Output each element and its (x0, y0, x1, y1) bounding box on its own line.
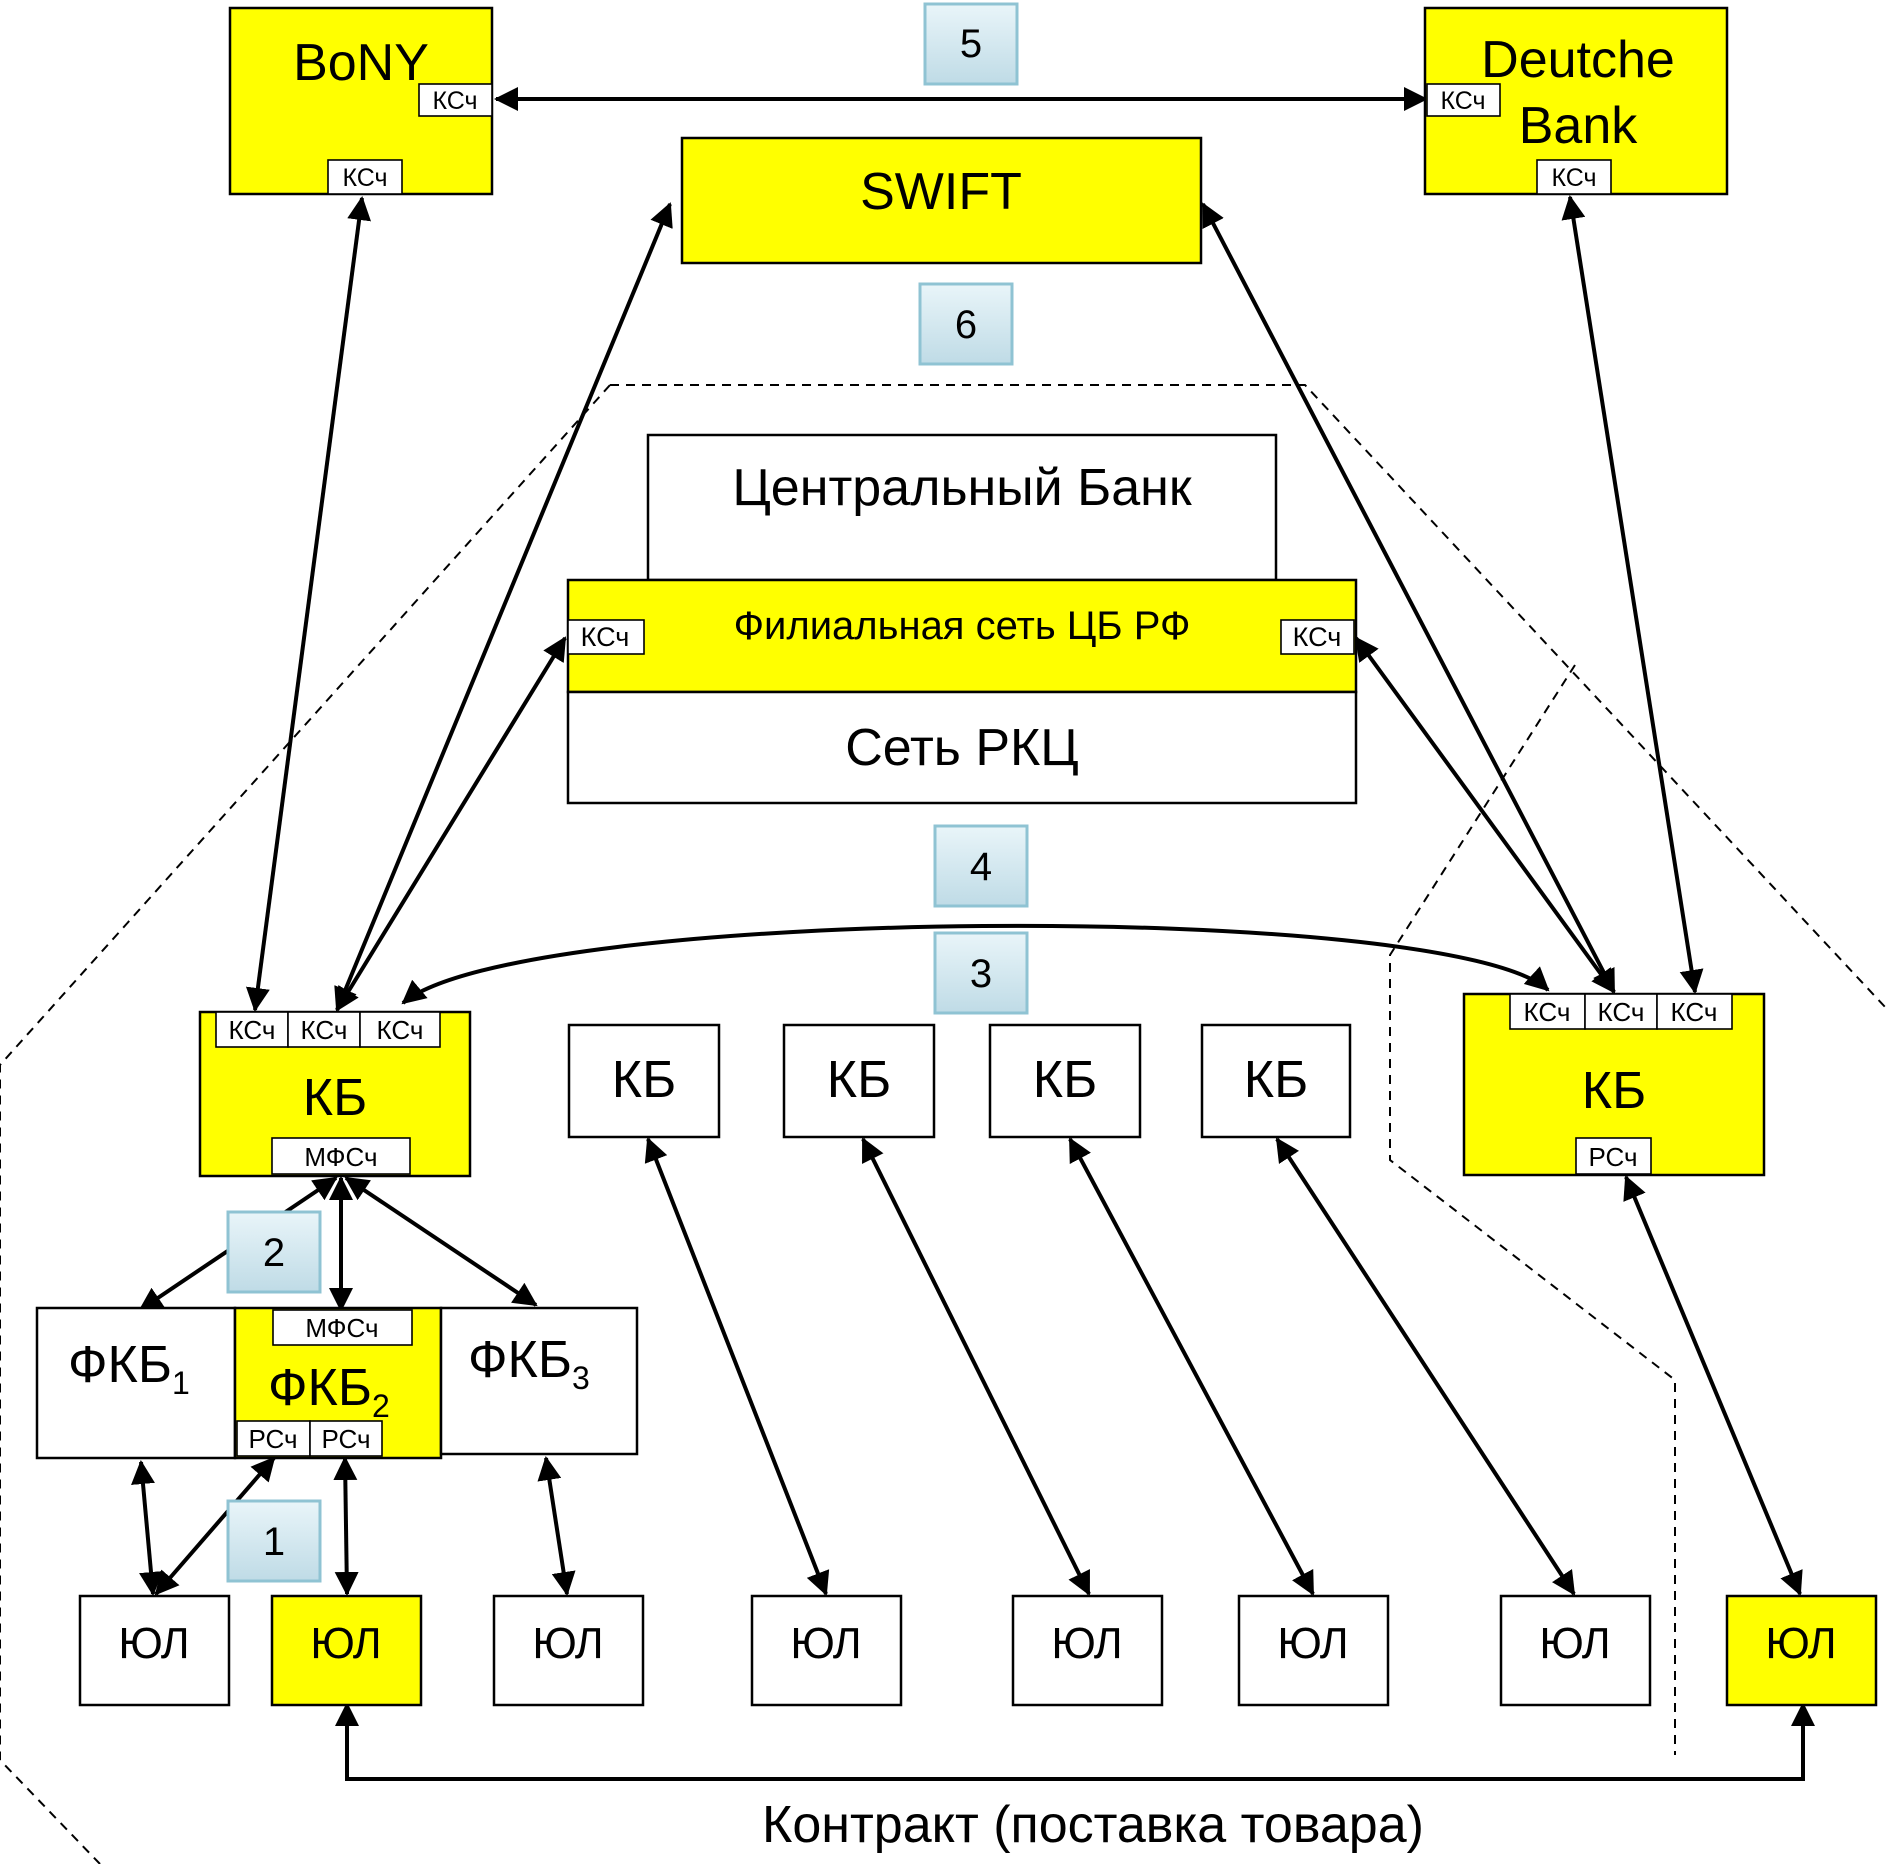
fkb1-node: ФКБ1 (35, 1306, 237, 1460)
swift-label: SWIFT (860, 163, 1022, 221)
deutche-bank-label-line1: Deutche (1481, 31, 1675, 89)
kb-left-mfsch-tag: МФСч (304, 1142, 377, 1172)
branch-ksch-tag-left: КСч (581, 622, 630, 652)
bony-node: BoNY КСч КСч (228, 6, 494, 196)
arrow-kb2-yul4 (644, 1137, 830, 1596)
yul-2-node: ЮЛ (270, 1594, 423, 1707)
kb-right-rsch-tag: РСч (1588, 1142, 1637, 1172)
badge-1-label: 1 (263, 1520, 285, 1564)
kb-middle-3-label: КБ (1033, 1051, 1097, 1109)
rkc-network-label: Сеть РКЦ (845, 719, 1079, 777)
kb-right-ksch-tag-2: КСч (1598, 997, 1645, 1027)
kb-left-ksch-tag-2: КСч (301, 1015, 348, 1045)
badge-5: 5 (923, 2, 1019, 86)
arrow-fkb3-yul3 (537, 1456, 576, 1596)
fkb2-node: МФСч ФКБ2 РСч РСч (233, 1306, 443, 1460)
arrow-branch-kb-right (1354, 636, 1616, 994)
bony-ksch-tag: КСч (432, 87, 477, 115)
deutche-ksch-tag: КСч (1440, 87, 1485, 115)
fkb3-label: ФКБ3 (468, 1331, 590, 1396)
kb-right-node: КСч КСч КСч КБ РСч (1462, 992, 1766, 1177)
contract-label: Контракт (поставка товара) (762, 1796, 1424, 1854)
yul-3-node: ЮЛ (492, 1594, 645, 1707)
arrow-contract (335, 1702, 1815, 1781)
branch-ksch-tag-right: КСч (1293, 622, 1342, 652)
kb-middle-1-label: КБ (612, 1051, 676, 1109)
arrow-branch-kb-left (335, 636, 567, 1012)
yul-4-node: ЮЛ (750, 1594, 903, 1707)
fkb2-mfsch-tag: МФСч (305, 1313, 378, 1343)
swift-node: SWIFT (680, 136, 1203, 265)
kb-middle-3-node: КБ (988, 1023, 1142, 1139)
yul-7-node: ЮЛ (1499, 1594, 1652, 1707)
badge-4: 4 (933, 824, 1029, 908)
foreign-bank-zone-boundary (1389, 664, 1676, 1755)
kb-left-ksch-tag-3: КСч (377, 1015, 424, 1045)
badge-5-label: 5 (960, 22, 982, 66)
badge-2: 2 (226, 1210, 322, 1294)
central-bank-label: Центральный Банк (732, 459, 1192, 517)
deutche-ksch-tag-bottom: КСч (1551, 164, 1596, 192)
kb-left-label: КБ (303, 1069, 367, 1127)
yul-7-label: ЮЛ (1539, 1619, 1610, 1668)
badge-1: 1 (226, 1499, 322, 1583)
kb-right-label: КБ (1582, 1062, 1646, 1120)
central-bank-node: Центральный Банк (646, 433, 1278, 582)
fkb1-label: ФКБ1 (68, 1336, 190, 1401)
arrow-fkb2-yul1 (154, 1456, 276, 1596)
kb-right-ksch-tag-1: КСч (1524, 997, 1571, 1027)
arrow-deutche-kb-right (1561, 195, 1704, 994)
fkb3-node: ФКБ3 (439, 1306, 639, 1456)
yul-5-node: ЮЛ (1011, 1594, 1164, 1707)
arrow-kb-right-yul8 (1623, 1175, 1803, 1596)
badge-6-label: 6 (955, 303, 977, 347)
badge-3: 3 (933, 931, 1029, 1015)
badge-3-label: 3 (970, 952, 992, 996)
kb-middle-4-label: КБ (1244, 1051, 1308, 1109)
arrow-kb-fkb3 (344, 1176, 538, 1307)
arrow-kb-left-kb-right-curve (401, 923, 1550, 1005)
fkb2-label: ФКБ2 (268, 1359, 390, 1424)
branch-network-label: Филиальная сеть ЦБ РФ (734, 604, 1191, 648)
badge-4-label: 4 (970, 845, 992, 889)
yul-4-label: ЮЛ (790, 1619, 861, 1668)
yul-1-node: ЮЛ (78, 1594, 231, 1707)
fkb2-rsch-tag-2: РСч (321, 1424, 370, 1454)
kb-right-ksch-tag-3: КСч (1671, 997, 1718, 1027)
deutche-bank-label-line2: Bank (1519, 97, 1639, 155)
kb-middle-1-node: КБ (567, 1023, 721, 1139)
branch-network-node: Филиальная сеть ЦБ РФ КСч КСч (566, 578, 1358, 694)
yul-6-label: ЮЛ (1277, 1619, 1348, 1668)
yul-1-label: ЮЛ (118, 1619, 189, 1668)
yul-2-label: ЮЛ (310, 1619, 381, 1668)
fkb2-rsch-tag-1: РСч (248, 1424, 297, 1454)
yul-3-label: ЮЛ (532, 1619, 603, 1668)
yul-8-node: ЮЛ (1725, 1594, 1878, 1707)
badge-6: 6 (918, 282, 1014, 366)
arrow-kb4-yul6 (1068, 1137, 1315, 1596)
badge-2-label: 2 (263, 1231, 285, 1275)
kb-left-node: КСч КСч КСч КБ МФСч (198, 1010, 472, 1178)
kb-middle-4-node: КБ (1200, 1023, 1352, 1139)
kb-middle-2-node: КБ (782, 1023, 936, 1139)
arrow-kb5-yul7 (1275, 1137, 1576, 1596)
arrow-fkb2-yul2 (333, 1456, 359, 1596)
bony-ksch-tag-bottom: КСч (342, 164, 387, 192)
kb-left-ksch-tag-1: КСч (229, 1015, 276, 1045)
yul-5-label: ЮЛ (1051, 1619, 1122, 1668)
yul-8-label: ЮЛ (1765, 1619, 1836, 1668)
arrow-bony-kb-left (245, 196, 372, 1012)
arrow-kb3-yul5 (861, 1137, 1091, 1596)
rkc-network-node: Сеть РКЦ (566, 690, 1358, 805)
yul-6-node: ЮЛ (1237, 1594, 1390, 1707)
arrow-fkb1-yul1 (131, 1460, 163, 1596)
deutche-bank-node: Deutche Bank КСч КСч (1423, 6, 1729, 196)
bony-label: BoNY (293, 34, 429, 92)
kb-middle-2-label: КБ (827, 1051, 891, 1109)
